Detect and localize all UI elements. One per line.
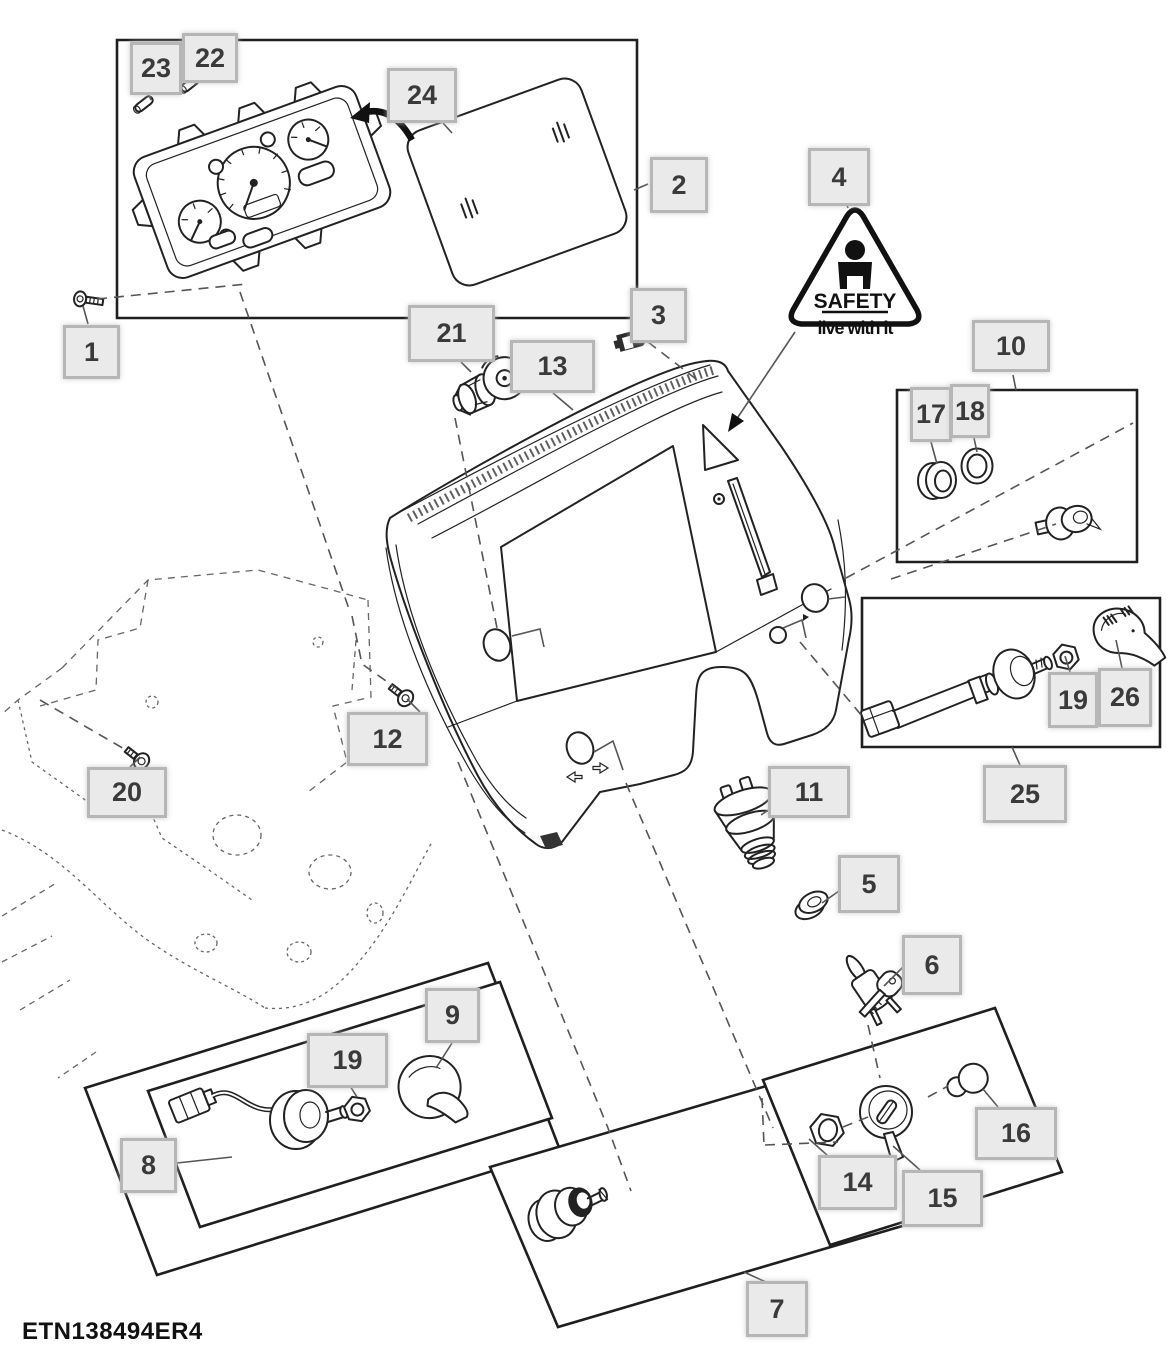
callout-24[interactable]: 24 [387,68,457,123]
instrument-cluster [113,65,412,299]
washer-17 [918,462,956,499]
screw-20 [121,743,152,772]
warning-triangle-marking [703,425,738,470]
callout-12[interactable]: 12 [347,712,428,766]
callout-15[interactable]: 15 [902,1170,983,1227]
safety-decal: SAFETY live with it [791,210,919,338]
chassis-ghost-outline [2,570,432,1078]
assembly-dash-lines [40,284,1133,1191]
knob-9 [393,1050,469,1132]
callout-10[interactable]: 10 [972,320,1050,372]
callout-11[interactable]: 11 [768,766,850,818]
callout-23[interactable]: 23 [130,42,182,95]
safety-decal-title: SAFETY [814,290,897,313]
callout-22[interactable]: 22 [182,33,238,83]
callout-16[interactable]: 16 [975,1107,1057,1160]
console-panel [386,361,852,849]
callout-19-b[interactable]: 19 [1048,672,1098,728]
spacer-5 [790,887,832,923]
callout-6[interactable]: 6 [902,935,962,995]
screw-1 [73,291,104,310]
callout-19[interactable]: 19 [307,1033,388,1088]
knob-10 [1033,500,1100,544]
drawing-code: ETN138494ER4 [22,1318,203,1345]
bulb-16 [943,1060,991,1099]
callout-21[interactable]: 21 [408,305,495,362]
callout-4[interactable]: 4 [808,148,870,206]
nut-14 [808,1113,847,1148]
callout-9[interactable]: 9 [425,988,480,1043]
callout-3[interactable]: 3 [630,288,687,343]
safety-decal-pointer [728,332,795,432]
callout-17[interactable]: 17 [910,387,952,442]
push-switch-7 [523,1178,615,1245]
light-switch-25 [860,644,1053,738]
flasher-unit-11 [708,771,793,877]
callout-20[interactable]: 20 [87,767,167,818]
cluster-lens [403,73,632,290]
wiring-switch-8 [168,1085,349,1149]
callout-1[interactable]: 1 [63,325,120,379]
callout-5[interactable]: 5 [838,855,900,913]
callout-13[interactable]: 13 [510,340,595,393]
safety-decal-subtitle: live with it [817,318,893,338]
callout-14[interactable]: 14 [818,1155,897,1210]
callout-7[interactable]: 7 [746,1281,808,1337]
turn-signal-arrows-icon [567,763,608,782]
callout-8[interactable]: 8 [120,1138,177,1193]
key [854,968,906,1022]
knob-26 [1090,600,1166,675]
screw-12 [385,680,416,709]
callout-25[interactable]: 25 [983,765,1067,823]
pin-23 [132,95,154,115]
nut-19-box8 [343,1096,372,1122]
callout-2[interactable]: 2 [650,157,708,213]
callout-26[interactable]: 26 [1098,668,1152,727]
callout-18[interactable]: 18 [950,384,990,438]
